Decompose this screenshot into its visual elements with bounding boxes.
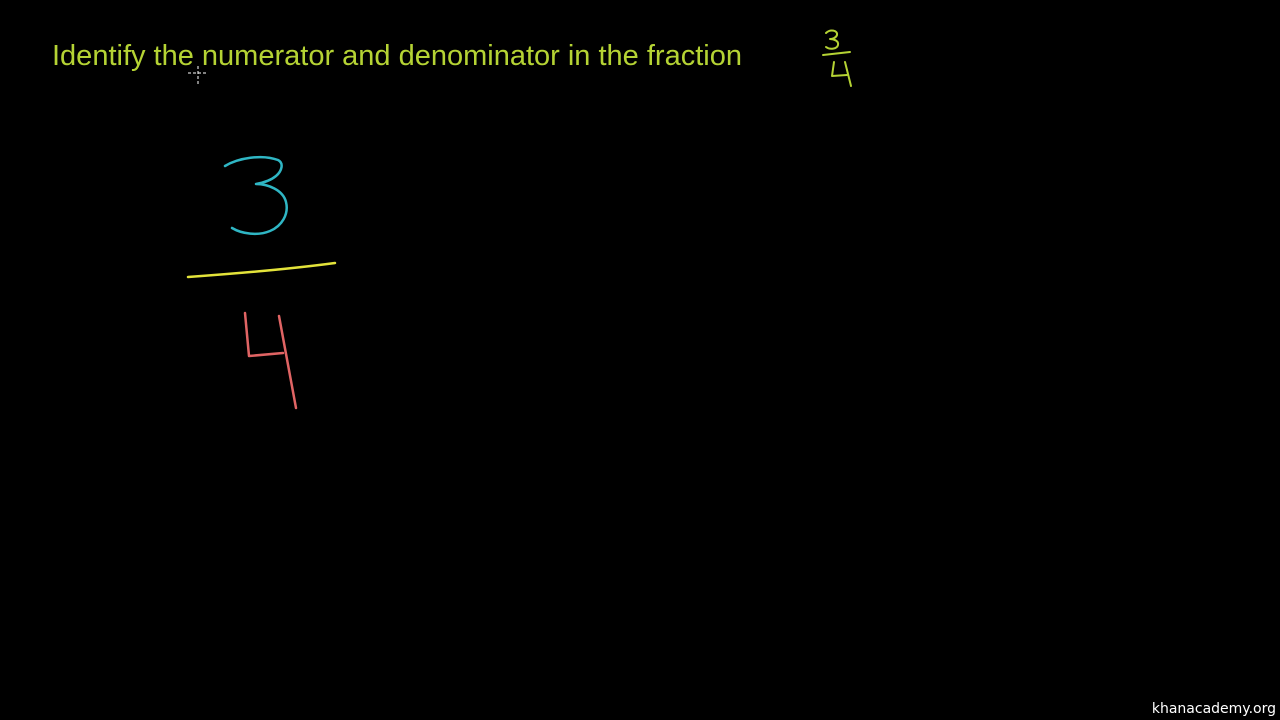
question-text: Identify the numerator and denominator i… bbox=[52, 40, 742, 72]
small-fraction bbox=[822, 29, 852, 87]
watermark-label: khanacademy.org bbox=[1151, 701, 1276, 717]
small-numerator-three bbox=[825, 29, 840, 50]
crosshair-cursor-icon bbox=[188, 66, 207, 84]
denominator-four bbox=[243, 311, 298, 410]
question-prompt: Identify the numerator and denominator i… bbox=[52, 36, 742, 76]
small-denominator-four bbox=[831, 61, 852, 87]
small-fraction-bar bbox=[822, 51, 851, 56]
fraction-bar bbox=[186, 261, 337, 279]
numerator-three bbox=[223, 155, 288, 236]
